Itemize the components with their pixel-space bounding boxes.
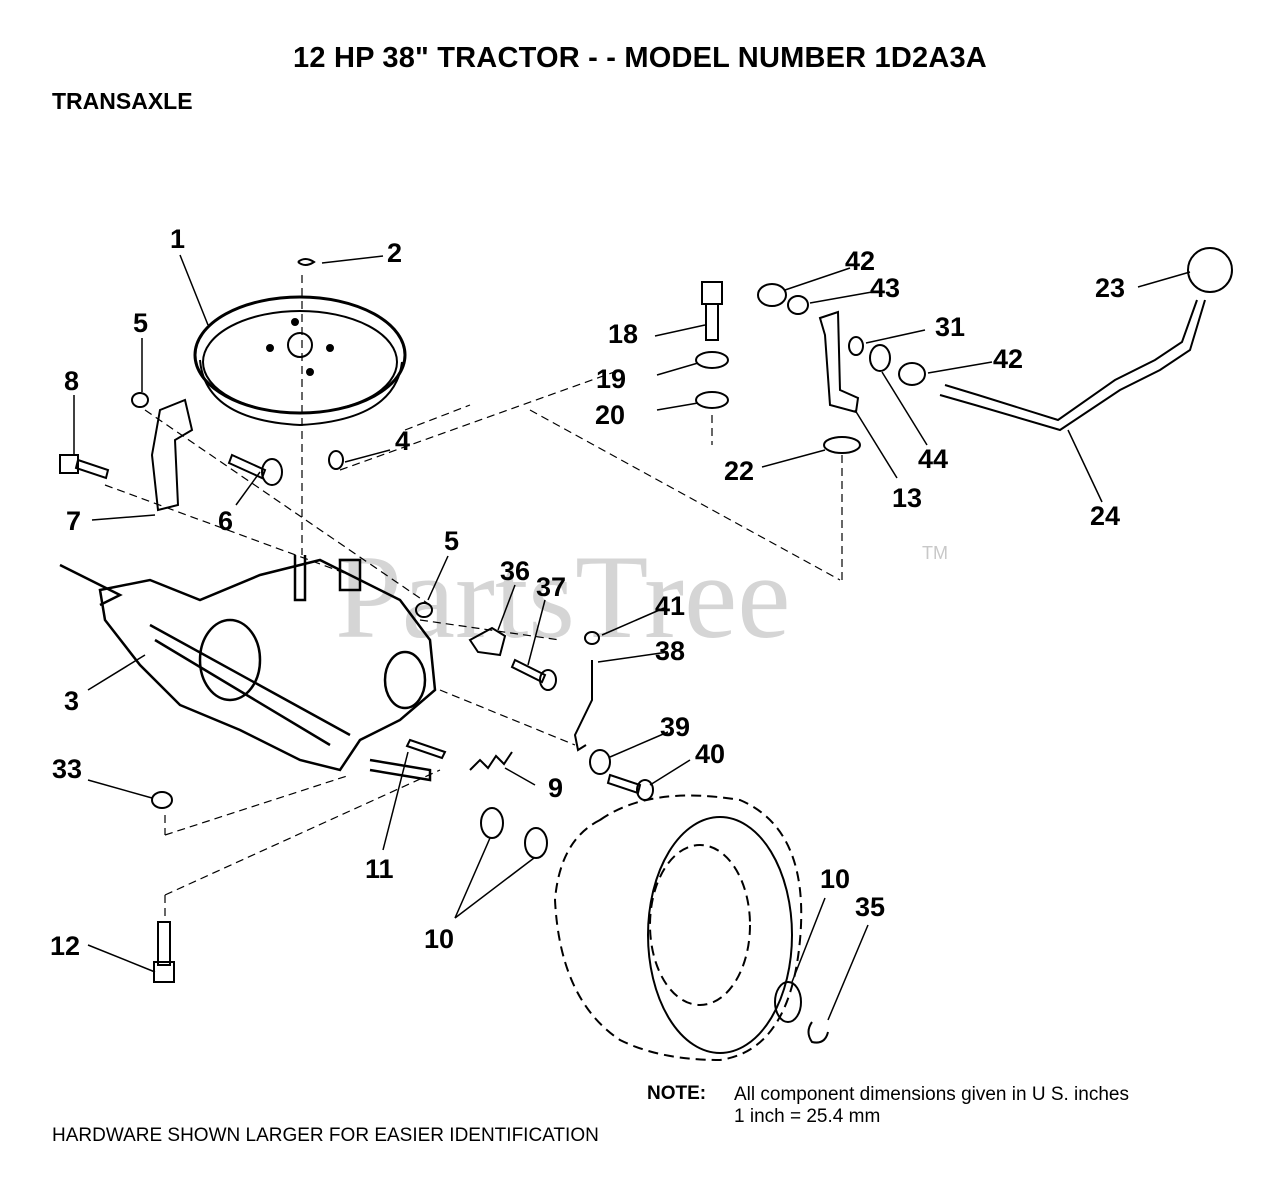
callout-11: 11 xyxy=(365,854,394,884)
callout-41: 41 xyxy=(655,591,685,621)
bolt-37-part xyxy=(510,658,557,691)
nut-33-part xyxy=(151,791,173,809)
bolt-18-part xyxy=(701,281,723,341)
leader-lines xyxy=(73,254,1191,1021)
nut-42b-part xyxy=(898,362,926,386)
callout-7: 7 xyxy=(66,506,81,536)
callout-10b: 10 xyxy=(820,864,850,894)
callout-12: 12 xyxy=(50,931,80,961)
callout-6: 6 xyxy=(218,506,233,536)
callout-39: 39 xyxy=(660,712,690,742)
assembly-lines xyxy=(104,275,843,920)
rod-38-part xyxy=(573,660,593,752)
callout-35: 35 xyxy=(855,892,885,922)
shift-lever-part xyxy=(939,247,1233,432)
note-line-2: 1 inch = 25.4 mm xyxy=(734,1106,881,1127)
watermark-logo: PartsTree xyxy=(335,530,791,663)
callout-22: 22 xyxy=(724,456,754,486)
bolt-12-part xyxy=(153,921,175,983)
bracket-part xyxy=(150,398,194,512)
callout-31: 31 xyxy=(935,312,965,342)
key-11-part xyxy=(405,738,447,760)
bolt-40-part xyxy=(606,773,654,801)
callout-3: 3 xyxy=(64,686,79,716)
washer-20-part xyxy=(695,391,729,409)
washer-10b-part xyxy=(524,827,548,859)
callout-42a: 42 xyxy=(845,246,875,276)
callout-9: 9 xyxy=(548,773,563,803)
note-label: NOTE: xyxy=(647,1083,707,1104)
callout-44: 44 xyxy=(918,444,948,474)
callout-5: 5 xyxy=(133,308,148,338)
callout-20: 20 xyxy=(595,400,625,430)
transaxle-housing-part xyxy=(59,555,437,782)
callout-23: 23 xyxy=(1095,273,1125,303)
callout-24: 24 xyxy=(1090,501,1120,531)
bracket-36-part xyxy=(468,626,507,657)
carriage-bolt-part xyxy=(227,453,283,486)
section-subtitle: TRANSAXLE xyxy=(52,88,193,114)
callout-42b: 42 xyxy=(993,344,1023,374)
clip-35-part xyxy=(807,1021,829,1044)
callout-40: 40 xyxy=(695,739,725,769)
retaining-clip-part xyxy=(297,258,316,266)
washer-44-part xyxy=(869,344,891,372)
washer-19-part xyxy=(695,351,729,369)
callout-38: 38 xyxy=(655,636,685,666)
wheel-part xyxy=(553,794,803,1062)
washer-10c-part xyxy=(774,981,802,1023)
pulley-part xyxy=(193,295,407,427)
watermark-trademark: TM xyxy=(922,543,948,563)
washer-10a-part xyxy=(480,807,504,839)
nut-41-part xyxy=(584,631,600,645)
part-drawings xyxy=(59,247,1233,1062)
callout-13: 13 xyxy=(892,483,922,513)
callout-labels: 1 2 5 8 4 6 7 3 33 12 5 36 37 41 38 39 4… xyxy=(50,224,1125,961)
nut-center-part xyxy=(415,602,433,618)
bolt-8-part xyxy=(59,454,110,480)
callout-18: 18 xyxy=(608,319,638,349)
note-line-1: All component dimensions given in U S. i… xyxy=(734,1084,1129,1105)
callout-8: 8 xyxy=(64,366,79,396)
callout-5b: 5 xyxy=(444,526,459,556)
callout-43: 43 xyxy=(870,273,900,303)
callout-1: 1 xyxy=(170,224,185,254)
callout-37: 37 xyxy=(536,572,566,602)
page-title: 12 HP 38" TRACTOR - - MODEL NUMBER 1D2A3… xyxy=(293,42,987,74)
washer-22-part xyxy=(823,436,861,454)
callout-10a: 10 xyxy=(424,924,454,954)
note-text: All component dimensions given in U S. i… xyxy=(734,1084,1129,1128)
spring-part xyxy=(469,751,513,771)
hardware-note: HARDWARE SHOWN LARGER FOR EASIER IDENTIF… xyxy=(52,1125,599,1146)
washer-39-part xyxy=(589,749,611,775)
bracket-13-part xyxy=(818,310,860,414)
callout-36: 36 xyxy=(500,556,530,586)
washer-43-part xyxy=(787,295,809,315)
spacer-31-part xyxy=(848,336,864,356)
callout-2: 2 xyxy=(387,238,402,268)
callout-33: 33 xyxy=(52,754,82,784)
key-part xyxy=(328,450,344,470)
nut-part xyxy=(131,392,149,408)
callout-19: 19 xyxy=(596,364,626,394)
nut-42a-part xyxy=(757,283,787,307)
callout-4: 4 xyxy=(395,426,410,456)
